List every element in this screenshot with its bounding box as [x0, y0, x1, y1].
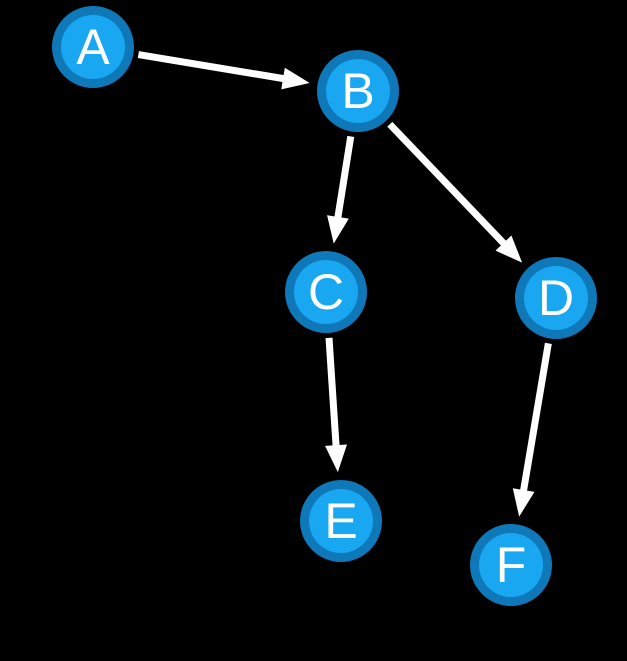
- arrowhead-icon: [495, 235, 523, 263]
- edge-b-d: [387, 121, 523, 263]
- edge-c-e: [325, 337, 348, 473]
- edge-line: [137, 51, 286, 83]
- node-body: [524, 266, 588, 330]
- node-body: [61, 15, 125, 79]
- graph-node-e[interactable]: E: [300, 480, 382, 562]
- arrowhead-icon: [281, 67, 310, 90]
- edge-b-c: [327, 135, 355, 244]
- edge-line: [519, 342, 552, 493]
- node-body: [326, 59, 390, 123]
- edge-d-f: [512, 342, 552, 517]
- graph-node-b[interactable]: B: [317, 50, 399, 132]
- node-body: [294, 260, 358, 324]
- arrowhead-icon: [512, 488, 535, 517]
- edge-line: [325, 337, 340, 448]
- graph-node-c[interactable]: C: [285, 251, 367, 333]
- arrowhead-icon: [327, 215, 349, 244]
- node-body: [309, 489, 373, 553]
- graph-node-d[interactable]: D: [515, 257, 597, 339]
- graph-node-a[interactable]: A: [52, 6, 134, 88]
- edge-a-b: [137, 51, 310, 90]
- edge-line: [387, 121, 508, 247]
- graph-node-f[interactable]: F: [470, 524, 552, 606]
- edge-line: [334, 135, 355, 220]
- arrowhead-icon: [325, 444, 348, 473]
- node-body: [479, 533, 543, 597]
